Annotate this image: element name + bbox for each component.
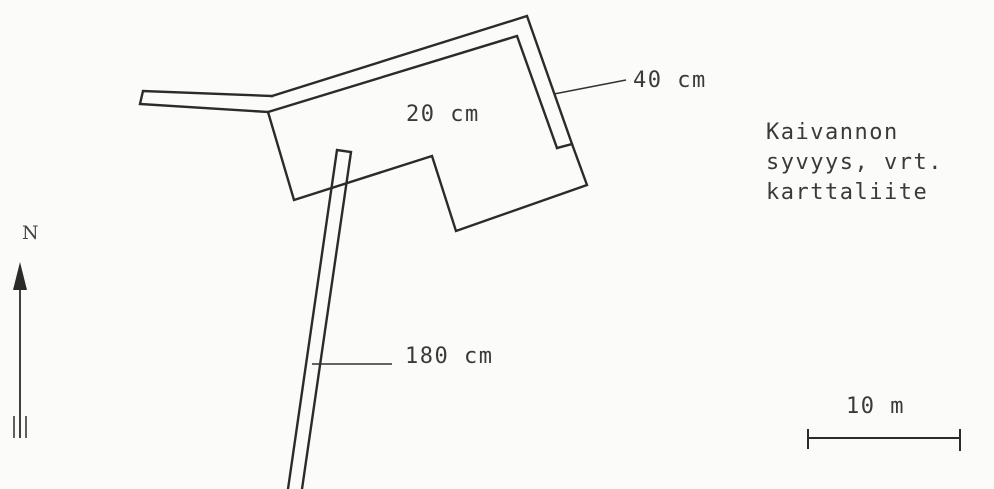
north-label: N — [22, 222, 39, 244]
scale-bar-label: 10 m — [846, 394, 905, 419]
west-trench — [138, 89, 274, 114]
north-arrow-icon — [13, 262, 27, 438]
depth-note-line: Kaivannon — [766, 120, 899, 145]
east-arm-leader — [553, 79, 627, 95]
depth-note: Kaivannon syvyys, vrt. karttaliite — [766, 118, 943, 208]
depth-note-line: karttaliite — [766, 180, 929, 205]
main-excavation-inner-wall — [266, 34, 559, 150]
east-arm-depth-label: 40 cm — [633, 68, 707, 93]
main-excavation-lower-wall — [266, 110, 589, 233]
main-excavation-outer-wall — [270, 14, 574, 150]
scale-bar — [807, 429, 961, 451]
main-excavation-depth-label: 20 cm — [406, 102, 480, 127]
south-trench — [286, 148, 353, 489]
depth-note-line: syvyys, vrt. — [766, 150, 943, 175]
south-trench-depth-label: 180 cm — [405, 344, 494, 369]
